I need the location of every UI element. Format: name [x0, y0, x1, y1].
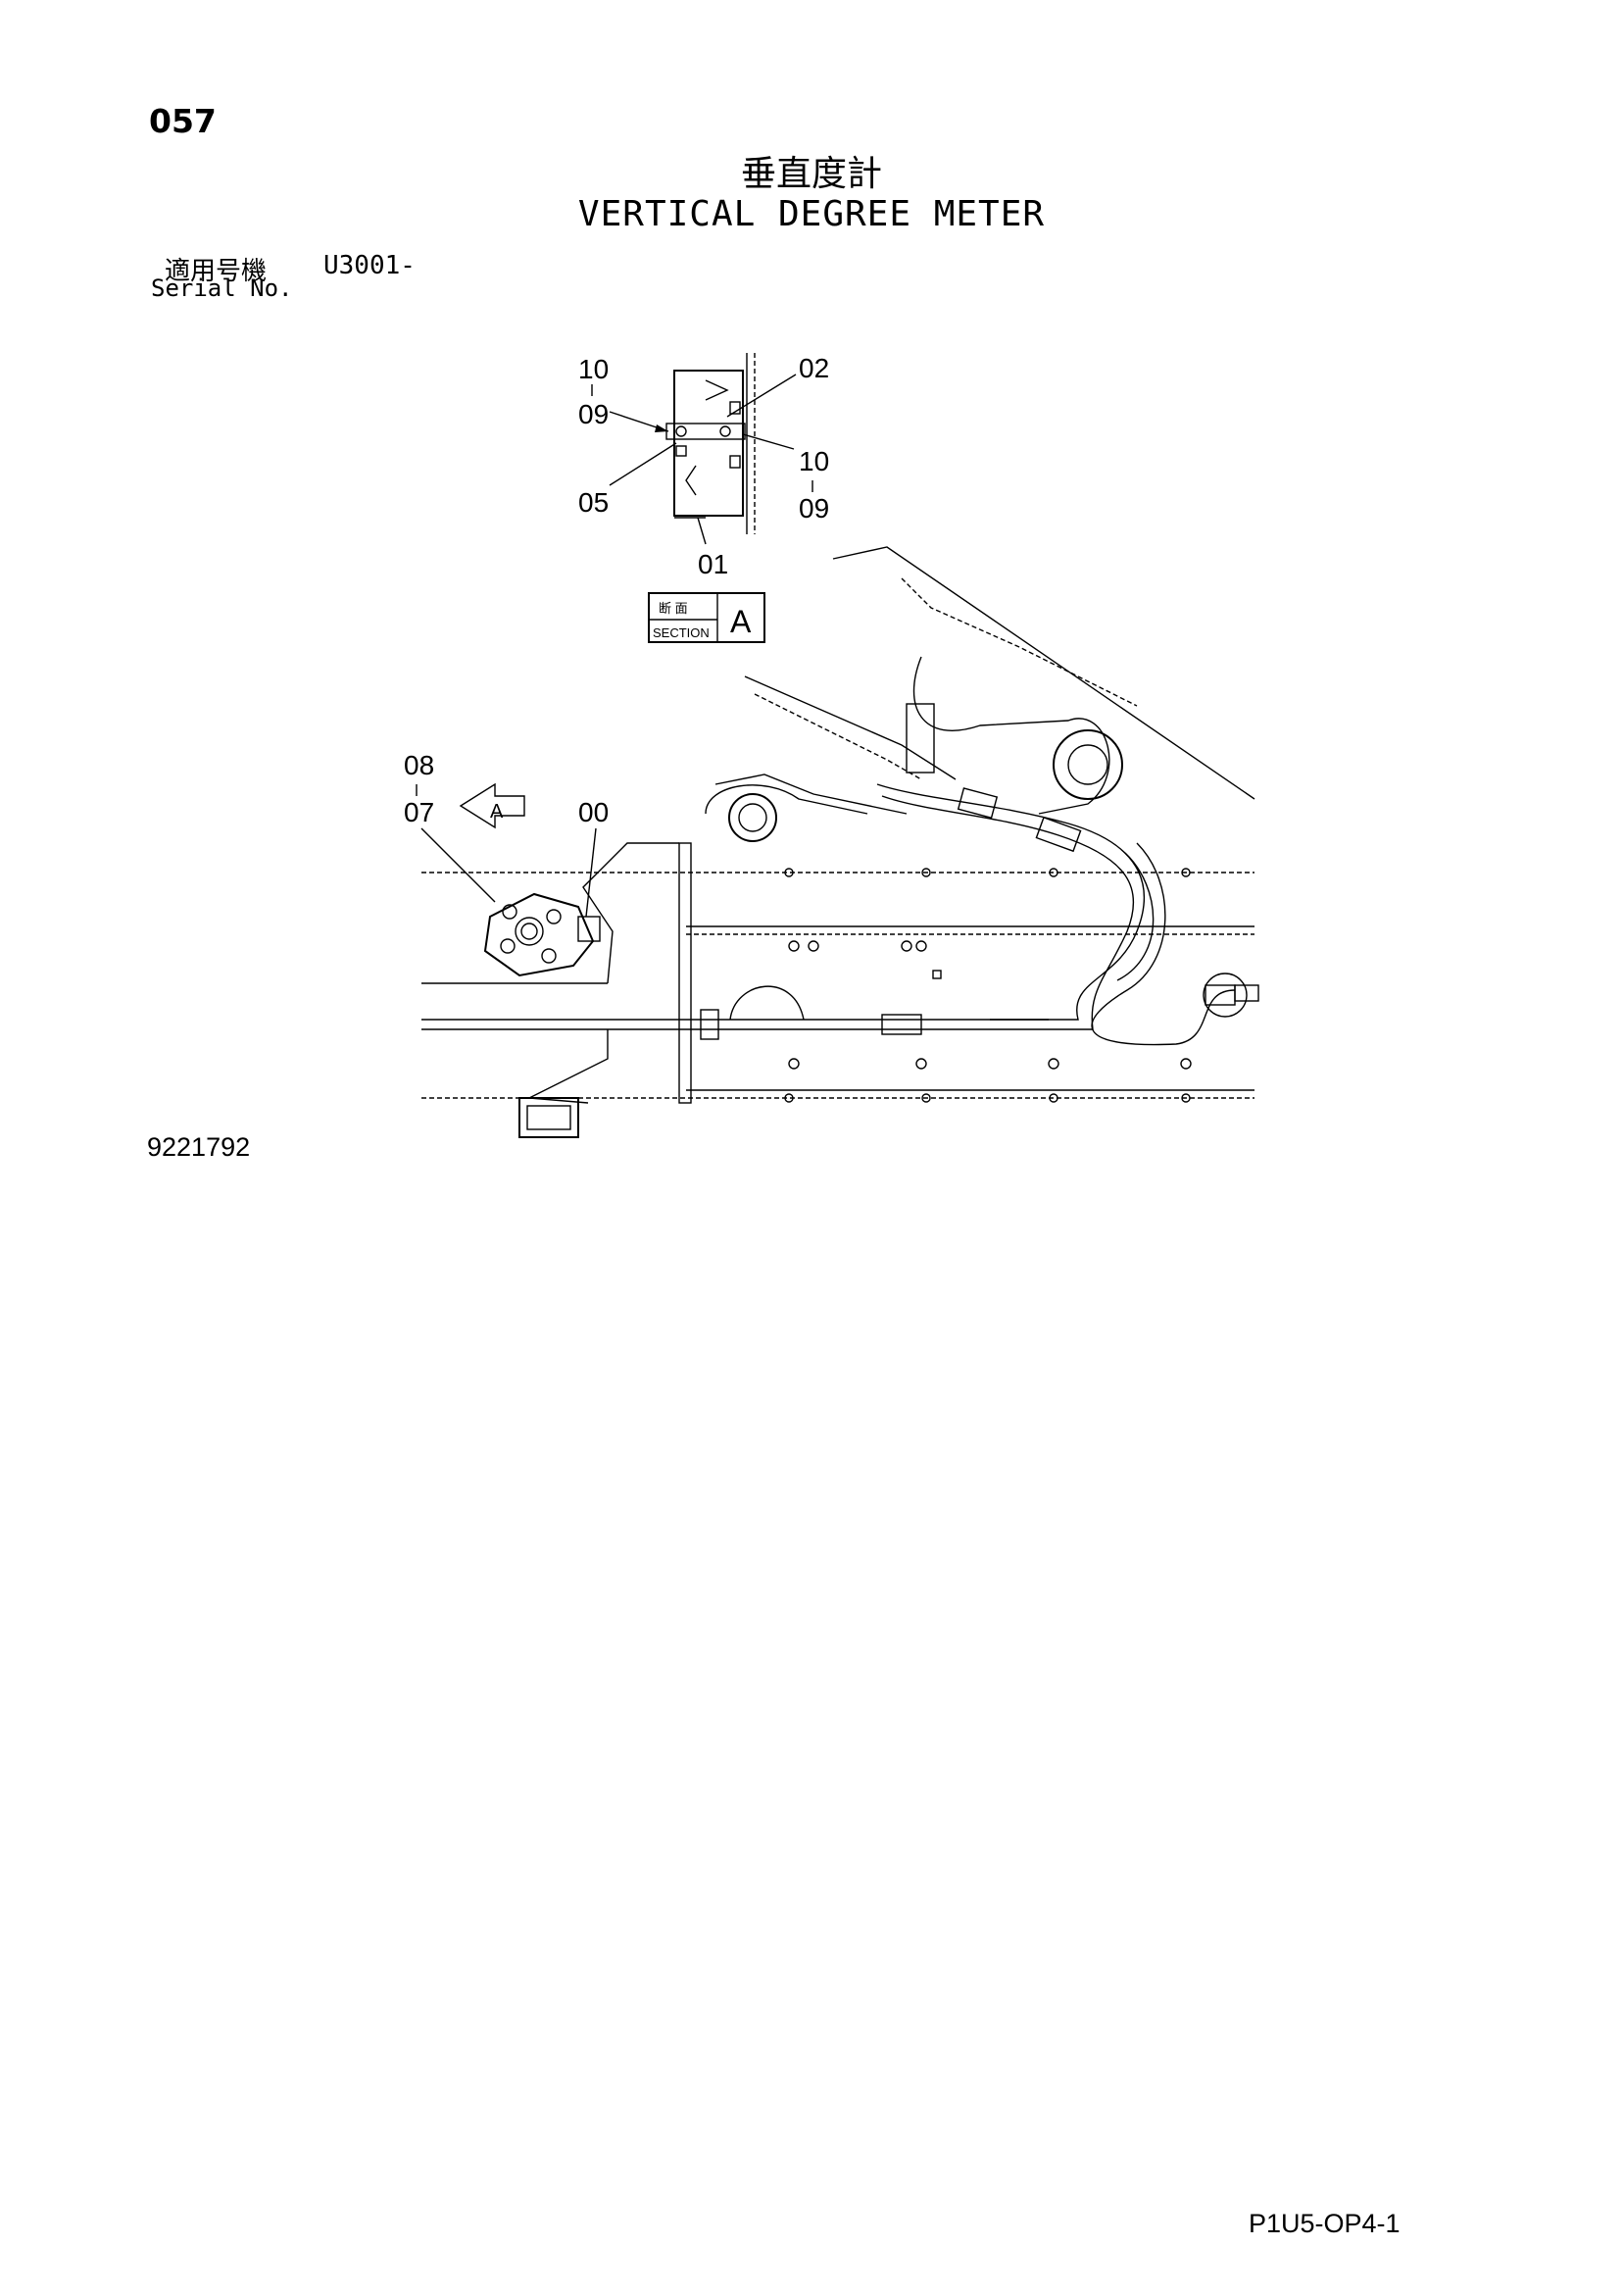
- callout-00: 00: [578, 797, 609, 827]
- callout-02: 02: [799, 353, 829, 383]
- page-number: 057: [149, 102, 217, 140]
- callout-01: 01: [698, 549, 728, 579]
- boom-assembly: [421, 546, 1259, 1138]
- section-a-detail: [665, 353, 756, 534]
- callout-07: 07: [404, 797, 434, 827]
- view-arrow-a: A: [459, 782, 525, 829]
- callout-09-top: 09: [578, 399, 609, 429]
- section-label-jp: 断 面: [659, 601, 688, 616]
- page-code: P1U5-OP4-1: [1249, 2209, 1401, 2238]
- drawing-number: 9221792: [147, 1132, 251, 1162]
- serial-value: U3001-: [323, 251, 416, 280]
- callout-10-top: 10: [578, 354, 609, 384]
- serial-label-japanese: 適用号機: [165, 257, 268, 286]
- section-label-box: 断 面 SECTION A: [648, 592, 765, 643]
- serial-label-english: Serial No.: [151, 275, 293, 302]
- callout-08: 08: [404, 750, 434, 780]
- title-japanese: 垂直度計: [740, 154, 882, 194]
- degree-meter-unit: [483, 892, 601, 977]
- callout-10-right: 10: [799, 446, 829, 476]
- section-label-letter: A: [730, 604, 752, 639]
- view-arrow-letter: A: [490, 801, 504, 823]
- title-english: VERTICAL DEGREE METER: [577, 194, 1046, 234]
- callout-09-right: 09: [799, 493, 829, 524]
- callout-05: 05: [578, 487, 609, 518]
- section-label-en: SECTION: [653, 625, 710, 640]
